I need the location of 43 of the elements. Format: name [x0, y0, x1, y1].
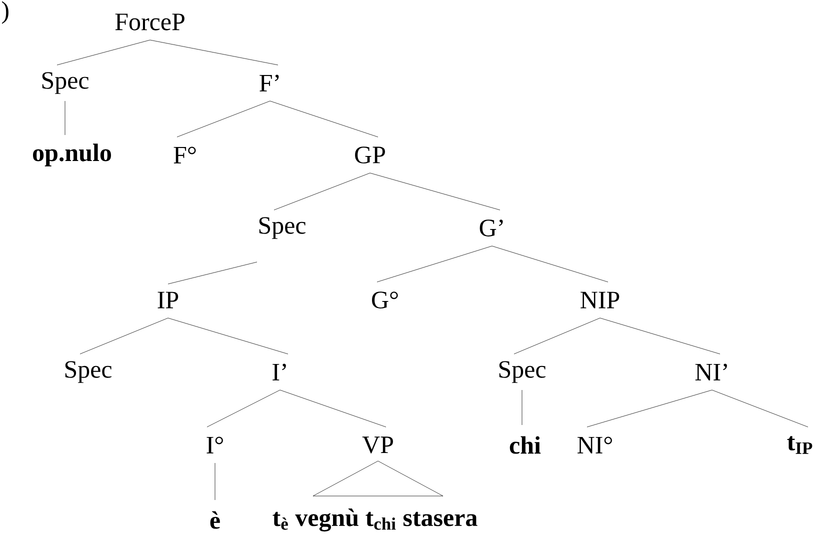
triangle: [312, 460, 444, 496]
tree-label: op.nulo: [33, 144, 111, 166]
tree-label: G°: [372, 292, 398, 308]
branch-line: [206, 390, 280, 428]
tree-label: ForceP: [115, 14, 184, 30]
branch-line: [168, 318, 288, 354]
branch-line: [64, 100, 66, 136]
tree-label: Spec: [259, 217, 306, 239]
branch-line: [376, 246, 492, 282]
tree-label: F°: [174, 146, 196, 164]
branch-line: [270, 100, 378, 138]
tree-label: NI’: [695, 364, 727, 380]
tree-label: F’: [260, 74, 279, 92]
branch-line: [150, 40, 278, 66]
branch-line: [280, 390, 386, 428]
branch-line: [80, 318, 168, 354]
tree-label: IP: [158, 292, 178, 308]
branch-line: [600, 318, 720, 354]
branch-line: [712, 390, 808, 428]
branch-line: [176, 100, 270, 138]
tree-label: t$_{IP}$: [787, 436, 812, 454]
corner-mark: ): [2, 1, 8, 24]
tree-label: NI°: [578, 436, 612, 454]
branch-line: [56, 40, 150, 66]
tree-label: chi: [510, 436, 541, 454]
tree-label: Spec: [65, 361, 112, 383]
tree-label: I’: [272, 364, 286, 380]
branch-line: [586, 390, 712, 428]
tree-label: è: [210, 511, 220, 529]
tree-label: Spec: [42, 72, 89, 94]
branch-line: [370, 172, 500, 210]
tree-label: G’: [480, 220, 503, 236]
branch-line: [514, 318, 600, 354]
tree-label: VP: [362, 436, 393, 454]
tree-label: NIP: [580, 292, 620, 308]
branch-line: [168, 262, 258, 284]
tree-label: I°: [206, 436, 223, 454]
branch-line: [214, 462, 216, 500]
tree-label: Spec: [499, 361, 546, 383]
tree-label: GP: [355, 146, 385, 164]
branch-line: [274, 172, 370, 210]
tree-label: t$_{è}$ vegnù t$_{chi}$ stasera: [272, 508, 478, 532]
branch-line: [492, 246, 608, 282]
